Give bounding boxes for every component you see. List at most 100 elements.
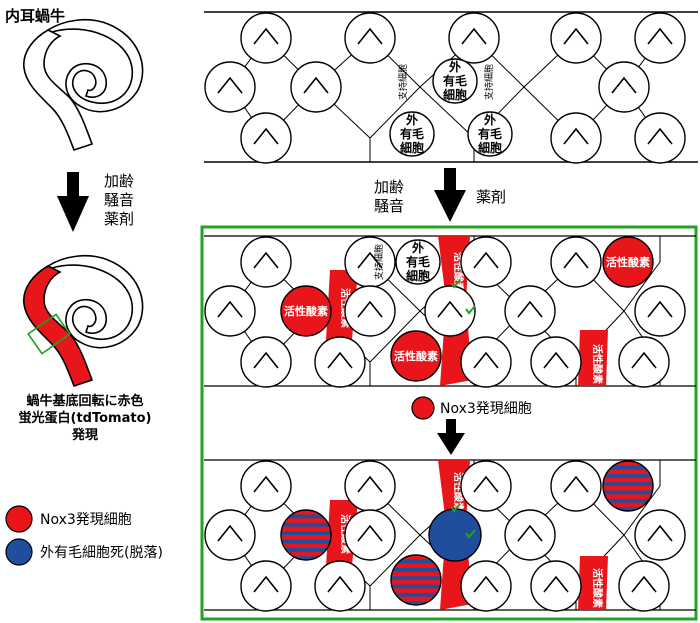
ohc-label: 細胞 <box>406 268 430 283</box>
hair-cell <box>280 285 332 337</box>
hair-cell <box>240 112 292 164</box>
ros-label: 活性酸素 <box>591 344 604 384</box>
ohc-label: 有毛 <box>443 73 467 88</box>
hair-cell-loss-panel: 活性酸素活性酸素活性酸素活性酸素 <box>204 460 686 612</box>
cilia-chevron <box>217 76 243 94</box>
caption-line-1: 蝸牛基底回転に赤色 <box>26 393 143 409</box>
hair-cell <box>424 285 476 337</box>
cilia-chevron <box>357 475 383 493</box>
hair-cell <box>530 336 582 388</box>
ohc-label: 細胞 <box>443 87 467 102</box>
cochlea-illustration-bottom <box>23 254 144 388</box>
hair-cell <box>460 560 512 612</box>
hair-cell <box>314 336 366 388</box>
cilia-chevron <box>543 575 569 593</box>
cilia-chevron <box>357 251 383 269</box>
hair-cell <box>240 336 292 388</box>
legend-blue-label: 外有毛細胞死(脱落) <box>40 545 163 561</box>
cilia-chevron <box>357 524 383 542</box>
support-cell-label: 支持細胞 <box>397 64 409 100</box>
ohc-label: 細胞 <box>478 140 502 155</box>
cilia-chevron <box>611 76 637 94</box>
ros-label: 活性酸素 <box>591 568 604 608</box>
cilia-chevron <box>631 351 657 369</box>
ros-label: 活性酸素 <box>394 349 438 363</box>
striped-cell <box>390 554 442 606</box>
cilia-chevron <box>253 351 279 369</box>
cochlea-illustration-top <box>23 18 144 152</box>
hair-cell <box>390 330 442 382</box>
arrow-label-left-3: 薬剤 <box>104 210 134 228</box>
hair-cell <box>602 236 654 288</box>
hair-cell <box>432 58 478 104</box>
top-cell-panel: 外有毛細胞外有毛細胞外有毛細胞支持細胞支持細胞 <box>204 12 686 164</box>
hair-cell <box>344 460 396 512</box>
cilia-chevron <box>253 27 279 45</box>
support-cell-label: 支持細胞 <box>483 64 495 100</box>
cochlea-title: 内耳蝸牛 <box>5 7 65 25</box>
cilia-chevron <box>327 351 353 369</box>
hair-cell <box>618 560 670 612</box>
ohc-label: 外 <box>406 112 418 127</box>
legend-blue-swatch <box>5 538 33 566</box>
ohc-label: 細胞 <box>400 140 424 155</box>
hair-cell <box>530 560 582 612</box>
hair-cell <box>504 285 556 337</box>
hair-cell <box>344 509 396 561</box>
ohc-label: 有毛 <box>400 126 424 141</box>
striped-cell <box>602 460 654 512</box>
hair-cell <box>240 560 292 612</box>
cilia-chevron <box>631 575 657 593</box>
legend-red-swatch <box>5 505 33 533</box>
cilia-chevron <box>253 251 279 269</box>
caption-line-2: 蛍光蛋白(tdTomato) <box>19 410 152 426</box>
ros-cell-panel: 活性酸素活性酸素活性酸素活性酸素外有毛細胞支持細胞活性酸素活性酸素活性酸素 <box>204 236 686 388</box>
hair-cell <box>240 236 292 288</box>
cilia-chevron <box>327 575 353 593</box>
nox3-legend-label: Nox3発現細胞 <box>440 401 532 417</box>
hair-cell <box>467 111 513 157</box>
hair-cell <box>240 12 292 64</box>
cilia-chevron <box>543 351 569 369</box>
down-arrow-panel <box>437 419 465 455</box>
hair-cell <box>448 12 500 64</box>
hair-cell <box>550 236 602 288</box>
cilia-chevron <box>217 524 243 542</box>
middle-arrow-label-3: 薬剤 <box>476 188 506 206</box>
hair-cell <box>240 460 292 512</box>
middle-arrow-label-2: 騒音 <box>374 197 404 215</box>
down-arrow-left <box>57 172 89 232</box>
striped-cell <box>280 509 332 561</box>
hair-cell <box>460 460 512 512</box>
cilia-chevron <box>563 127 589 145</box>
hair-cell <box>290 61 342 113</box>
dead-hair-cell <box>428 508 482 562</box>
cilia-chevron <box>473 251 499 269</box>
ros-label: 活性酸素 <box>284 304 328 318</box>
hair-cell <box>389 111 435 157</box>
hair-cell <box>204 285 256 337</box>
cilia-chevron <box>357 27 383 45</box>
cilia-chevron <box>217 300 243 318</box>
cilia-chevron <box>563 475 589 493</box>
legend-red-label: Nox3発現細胞 <box>40 512 132 528</box>
hair-cell <box>598 61 650 113</box>
cilia-chevron <box>253 475 279 493</box>
hair-cell <box>460 236 512 288</box>
cilia-chevron <box>563 251 589 269</box>
hair-cell <box>314 560 366 612</box>
cilia-chevron <box>517 524 543 542</box>
hair-cell <box>618 336 670 388</box>
cilia-chevron <box>437 300 463 318</box>
hair-cell <box>550 460 602 512</box>
hair-cell <box>550 12 602 64</box>
hair-cell <box>204 61 256 113</box>
ohc-label: 外 <box>484 112 496 127</box>
cilia-chevron <box>461 27 487 45</box>
hair-cell <box>344 285 396 337</box>
hair-cell <box>634 112 686 164</box>
cilia-chevron <box>473 475 499 493</box>
cilia-chevron <box>647 27 673 45</box>
hair-cell <box>504 509 556 561</box>
